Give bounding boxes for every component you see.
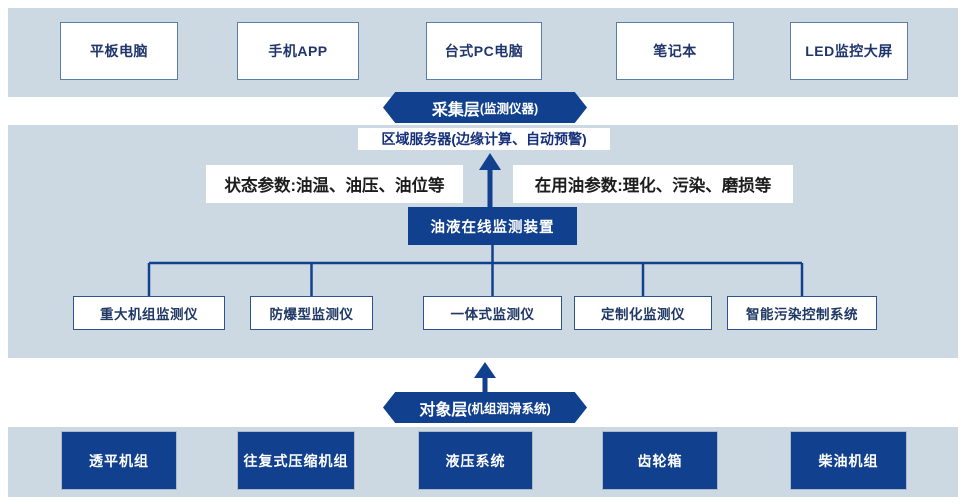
equipment-box-hydraulic-system: 液压系统 xyxy=(418,431,533,490)
connector-tree xyxy=(147,245,804,296)
up-arrow-icon xyxy=(474,362,496,392)
monitor-box-customized: 定制化监测仪 xyxy=(574,296,712,330)
status-params-label: 状态参数:油温、油压、油位等 xyxy=(206,165,463,203)
monitor-box-explosion-proof: 防爆型监测仪 xyxy=(250,296,373,330)
up-arrow-icon xyxy=(479,153,501,208)
device-box-laptop: 笔记本 xyxy=(616,22,734,80)
collection-layer-subtitle: (监测仪器) xyxy=(479,102,539,116)
oil-params-label: 在用油参数:理化、污染、磨损等 xyxy=(513,165,793,203)
equipment-box-diesel-unit: 柴油机组 xyxy=(790,431,907,490)
collection-layer-ribbon: 采集层(监测仪器) xyxy=(383,92,587,123)
equipment-box-turbine: 透平机组 xyxy=(61,431,177,490)
equipment-box-reciprocating-compressor: 往复式压缩机组 xyxy=(237,431,355,490)
equipment-box-gearbox: 齿轮箱 xyxy=(602,431,718,490)
object-layer-title: 对象层 xyxy=(419,401,468,419)
monitor-box-major-unit: 重大机组监测仪 xyxy=(73,296,225,330)
object-layer-ribbon: 对象层 (机组润滑系统) xyxy=(383,392,587,423)
device-box-desktop-pc: 台式PC电脑 xyxy=(426,22,542,80)
device-box-tablet: 平板电脑 xyxy=(60,22,178,80)
monitor-box-integrated: 一体式监测仪 xyxy=(423,296,562,330)
oil-monitoring-device-box: 油液在线监测装置 xyxy=(408,207,577,245)
monitor-box-pollution-control: 智能污染控制系统 xyxy=(727,296,877,330)
device-box-led-screen: LED监控大屏 xyxy=(790,22,908,80)
object-layer-subtitle: (机组润滑系统) xyxy=(467,402,551,416)
collection-layer-title: 采集层 xyxy=(431,101,480,119)
regional-server-box: 区域服务器(边缘计算、自动预警) xyxy=(358,128,610,150)
device-box-phone-app: 手机APP xyxy=(237,22,359,80)
